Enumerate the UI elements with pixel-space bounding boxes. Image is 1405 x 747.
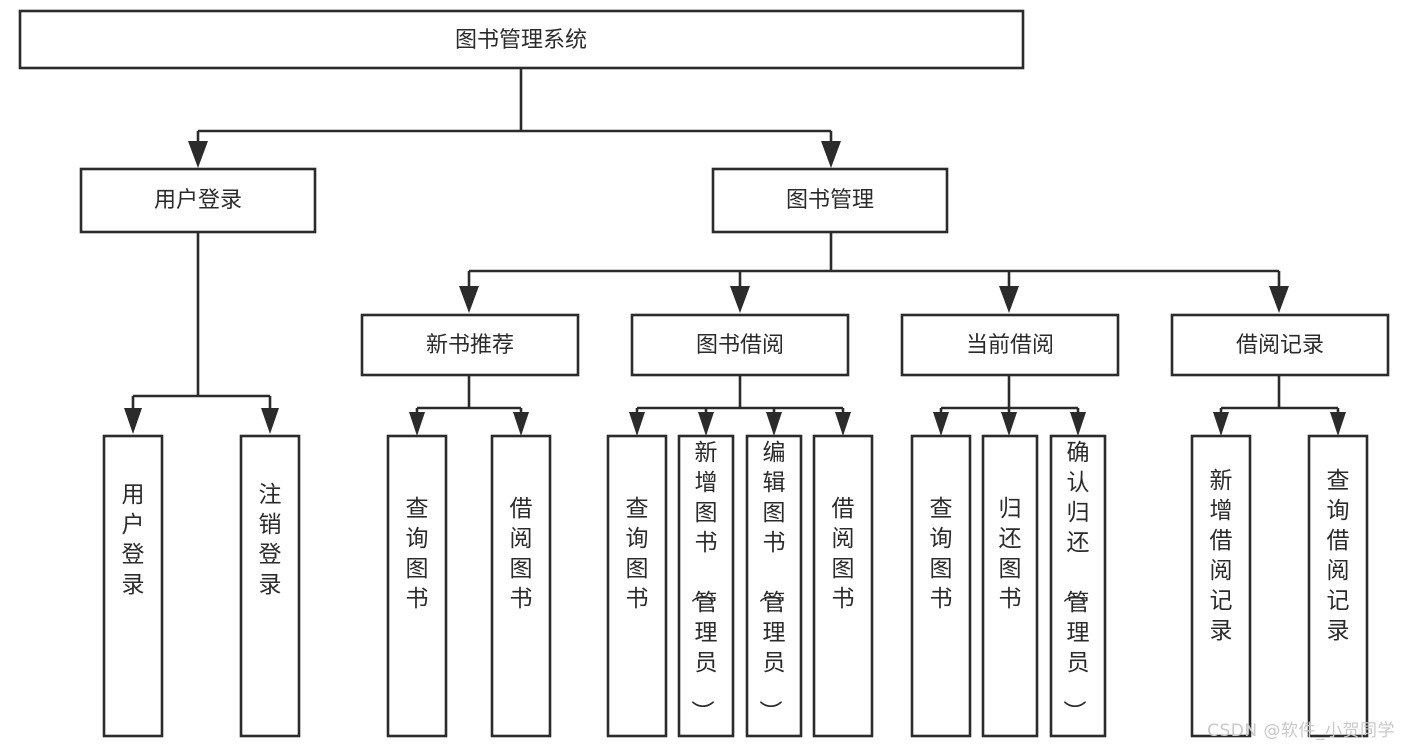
node-root-box[interactable]	[18, 9, 1025, 70]
arrow-head-borrow-record	[1269, 286, 1289, 313]
node-leaf-user-login[interactable]: 用户登录	[102, 434, 164, 738]
node-current-borrow-box[interactable]	[900, 313, 1120, 377]
node-leaf-query-book-1-box[interactable]	[386, 434, 448, 738]
node-leaf-return-book[interactable]: 归还图书	[981, 434, 1039, 738]
node-root[interactable]: 图书管理系统	[18, 9, 1025, 70]
node-leaf-confirm-return[interactable]: 确认归还（管理员）	[1049, 434, 1107, 738]
node-leaf-query-book-3-label: 查询图书	[930, 496, 953, 612]
node-new-book-recommend[interactable]: 新书推荐	[360, 313, 580, 377]
arrow-head-leaf-borrow-book-2	[835, 412, 851, 436]
node-book-manage-box[interactable]	[711, 167, 949, 234]
arrow-head-leaf-query-book-2	[629, 412, 645, 436]
node-borrow-record[interactable]: 借阅记录	[1170, 313, 1390, 377]
node-book-borrow-label: 图书借阅	[696, 333, 784, 358]
node-user-login[interactable]: 用户登录	[79, 167, 317, 234]
node-borrow-record-box[interactable]	[1170, 313, 1390, 377]
node-leaf-borrow-book-2-box[interactable]	[812, 434, 874, 738]
node-leaf-borrow-book-2-label: 借阅图书	[832, 496, 855, 612]
csdn-watermark: CSDN @软件_小贺同学	[1207, 721, 1395, 741]
node-leaf-add-record-label: 新增借阅记录	[1210, 468, 1233, 644]
node-leaf-return-book-label: 归还图书	[999, 496, 1022, 612]
node-current-borrow-label: 当前借阅	[966, 333, 1054, 358]
arrow-head-leaf-borrow-book-1	[513, 412, 529, 436]
node-leaf-query-book-2[interactable]: 查询图书	[606, 434, 668, 738]
node-leaf-query-book-3-box[interactable]	[910, 434, 972, 738]
node-leaf-edit-book-label: 编辑图书（管理员）	[757, 440, 786, 723]
node-leaf-borrow-book-2[interactable]: 借阅图书	[812, 434, 874, 738]
node-new-book-recommend-box[interactable]	[360, 313, 580, 377]
node-leaf-return-book-box[interactable]	[981, 434, 1039, 738]
arrow-head-book-borrow	[730, 286, 750, 313]
node-user-login-label: 用户登录	[154, 188, 242, 213]
node-book-borrow[interactable]: 图书借阅	[630, 313, 850, 377]
node-root-label: 图书管理系统	[455, 28, 587, 53]
arrow-head-current-borrow	[999, 286, 1019, 313]
node-leaf-logout-login-box[interactable]	[239, 434, 301, 738]
node-leaf-user-login-box[interactable]	[102, 434, 164, 738]
node-leaf-query-book-1-label: 查询图书	[406, 496, 429, 612]
arrow-head-leaf-query-book-1	[409, 412, 425, 436]
arrow-head-book-manage	[821, 141, 841, 168]
arrow-head-new-book-recommend	[459, 286, 479, 313]
node-book-borrow-box[interactable]	[630, 313, 850, 377]
arrow-head-leaf-logout-login	[261, 408, 279, 434]
node-leaf-confirm-return-box[interactable]	[1049, 434, 1107, 738]
node-leaf-confirm-return-label: 确认归还（管理员）	[1061, 440, 1090, 723]
node-leaf-query-record[interactable]: 查询借阅记录	[1307, 434, 1369, 738]
node-leaf-query-record-label: 查询借阅记录	[1327, 468, 1350, 644]
node-leaf-query-book-3[interactable]: 查询图书	[910, 434, 972, 738]
node-leaf-query-book-1[interactable]: 查询图书	[386, 434, 448, 738]
connector-group-current-borrow	[933, 375, 1086, 436]
arrow-head-leaf-confirm-return	[1070, 412, 1086, 436]
node-leaf-query-book-2-box[interactable]	[606, 434, 668, 738]
node-leaf-add-book-box[interactable]	[677, 434, 735, 738]
node-leaf-add-record[interactable]: 新增借阅记录	[1190, 434, 1252, 738]
connector-group-user-login	[124, 232, 279, 434]
arrow-head-leaf-add-record	[1213, 412, 1229, 436]
node-book-manage[interactable]: 图书管理	[711, 167, 949, 234]
node-book-manage-label: 图书管理	[786, 188, 874, 213]
arrow-head-leaf-user-login	[124, 408, 142, 434]
node-leaf-add-book-label: 新增图书（管理员）	[689, 440, 718, 723]
connector-group-book-manage	[459, 232, 1289, 313]
arrow-head-leaf-query-record	[1330, 412, 1346, 436]
connector-group-root	[188, 68, 841, 168]
node-leaf-user-login-label: 用户登录	[122, 482, 145, 598]
node-leaf-edit-book-box[interactable]	[745, 434, 803, 738]
node-leaf-add-record-box[interactable]	[1190, 434, 1252, 738]
node-leaf-add-book[interactable]: 新增图书（管理员）	[677, 434, 735, 738]
node-leaf-borrow-book-1-box[interactable]	[490, 434, 552, 738]
node-borrow-record-label: 借阅记录	[1236, 333, 1324, 358]
arrow-head-leaf-return-book	[1001, 412, 1017, 436]
node-leaf-borrow-book-1-label: 借阅图书	[510, 496, 533, 612]
connector-group-borrow-record	[1213, 375, 1346, 436]
node-leaf-query-record-box[interactable]	[1307, 434, 1369, 738]
node-leaf-logout-login-label: 注销登录	[259, 482, 282, 598]
arrow-head-leaf-add-book	[698, 412, 714, 436]
node-leaf-borrow-book-1[interactable]: 借阅图书	[490, 434, 552, 738]
node-leaf-logout-login[interactable]: 注销登录	[239, 434, 301, 738]
node-user-login-box[interactable]	[79, 167, 317, 234]
node-leaf-query-book-2-label: 查询图书	[626, 496, 649, 612]
arrow-head-leaf-edit-book	[766, 412, 782, 436]
node-new-book-recommend-label: 新书推荐	[426, 333, 514, 358]
arrow-head-user-login	[188, 141, 208, 168]
arrow-head-leaf-query-book-3	[933, 412, 949, 436]
connector-group-book-borrow	[629, 375, 851, 436]
connector-group-new-book-recommend	[409, 375, 529, 436]
node-current-borrow[interactable]: 当前借阅	[900, 313, 1120, 377]
node-leaf-edit-book[interactable]: 编辑图书（管理员）	[745, 434, 803, 738]
